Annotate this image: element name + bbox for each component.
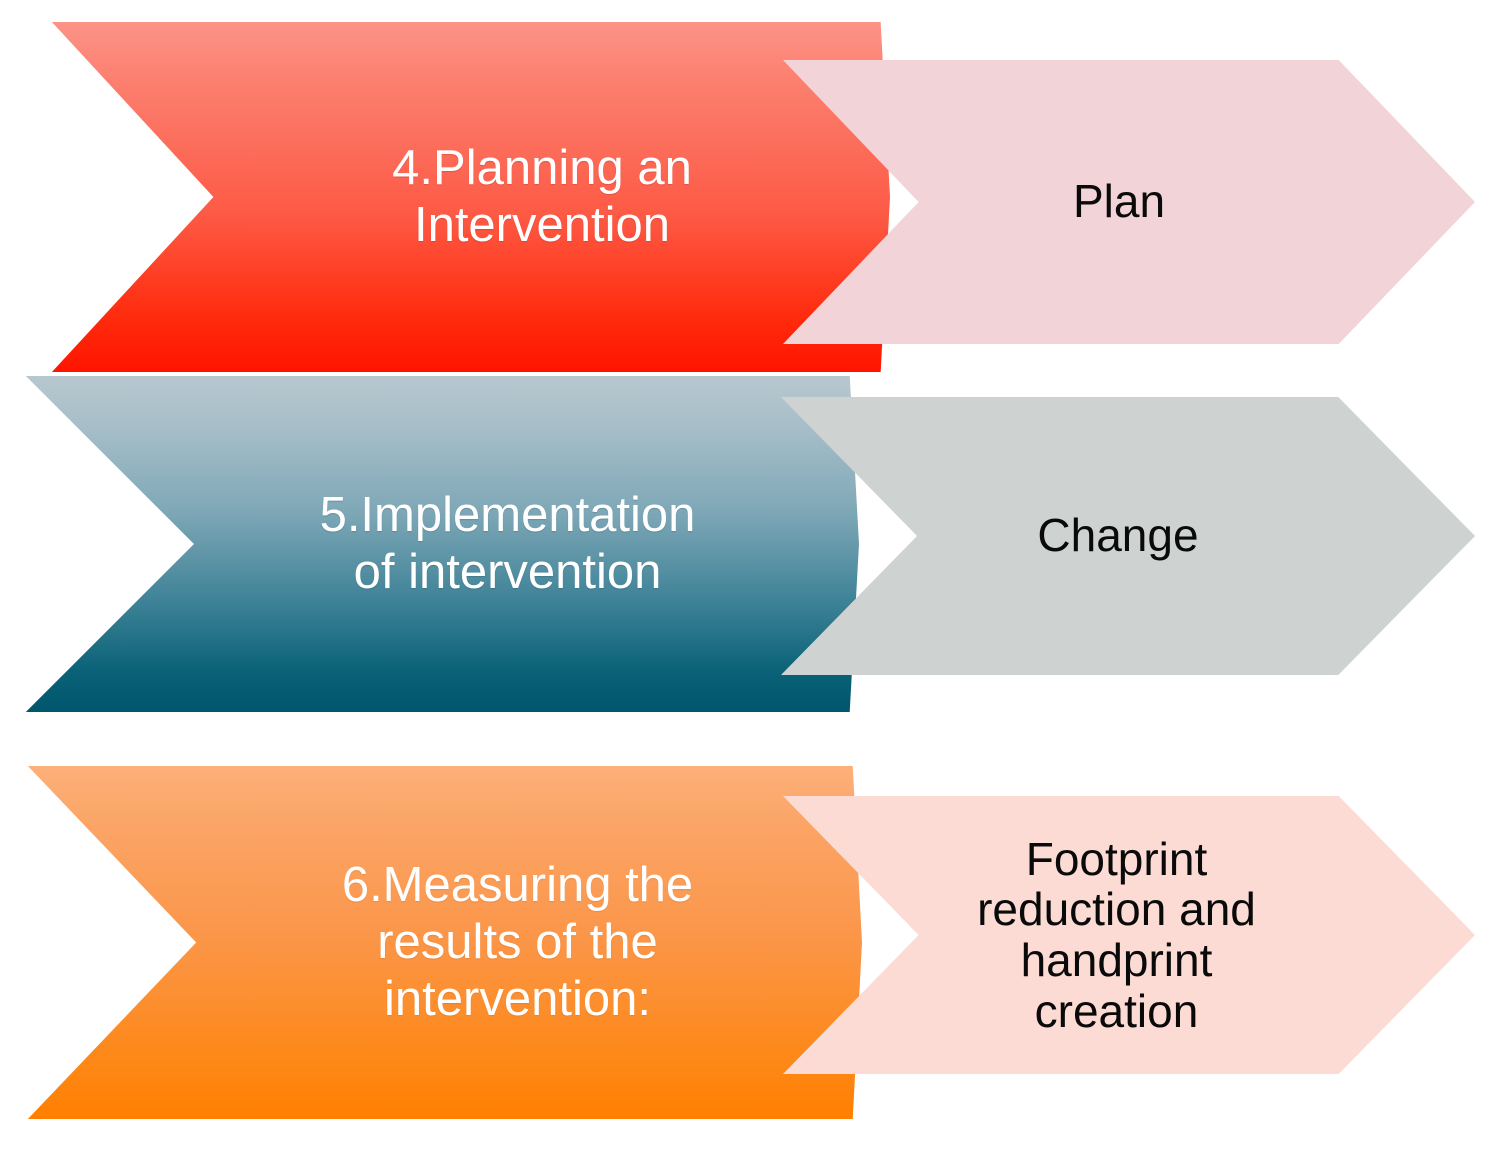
- chevron-measuring-step[interactable]: 6.Measuring the results of the intervent…: [27, 766, 862, 1119]
- chevron-measuring-step-label: 6.Measuring the results of the intervent…: [341, 858, 694, 1026]
- chevron-implementation-step-label: 5.Implementation of intervention: [319, 488, 696, 599]
- chevron-footprint-outcome-label: Footprint reduction and handprint creati…: [977, 832, 1256, 1037]
- chevron-implementation-step[interactable]: 5.Implementation of intervention: [25, 376, 859, 712]
- chevron-planning-step-label: 4.Planning an Intervention: [392, 141, 692, 252]
- chevron-plan-outcome-label: Plan: [1072, 175, 1166, 228]
- chevron-footprint-outcome[interactable]: Footprint reduction and handprint creati…: [783, 796, 1475, 1074]
- chevron-planning-step[interactable]: 4.Planning an Intervention: [51, 22, 890, 372]
- chevron-change-outcome[interactable]: Change: [781, 397, 1475, 675]
- chevron-change-outcome-label: Change: [1037, 509, 1199, 562]
